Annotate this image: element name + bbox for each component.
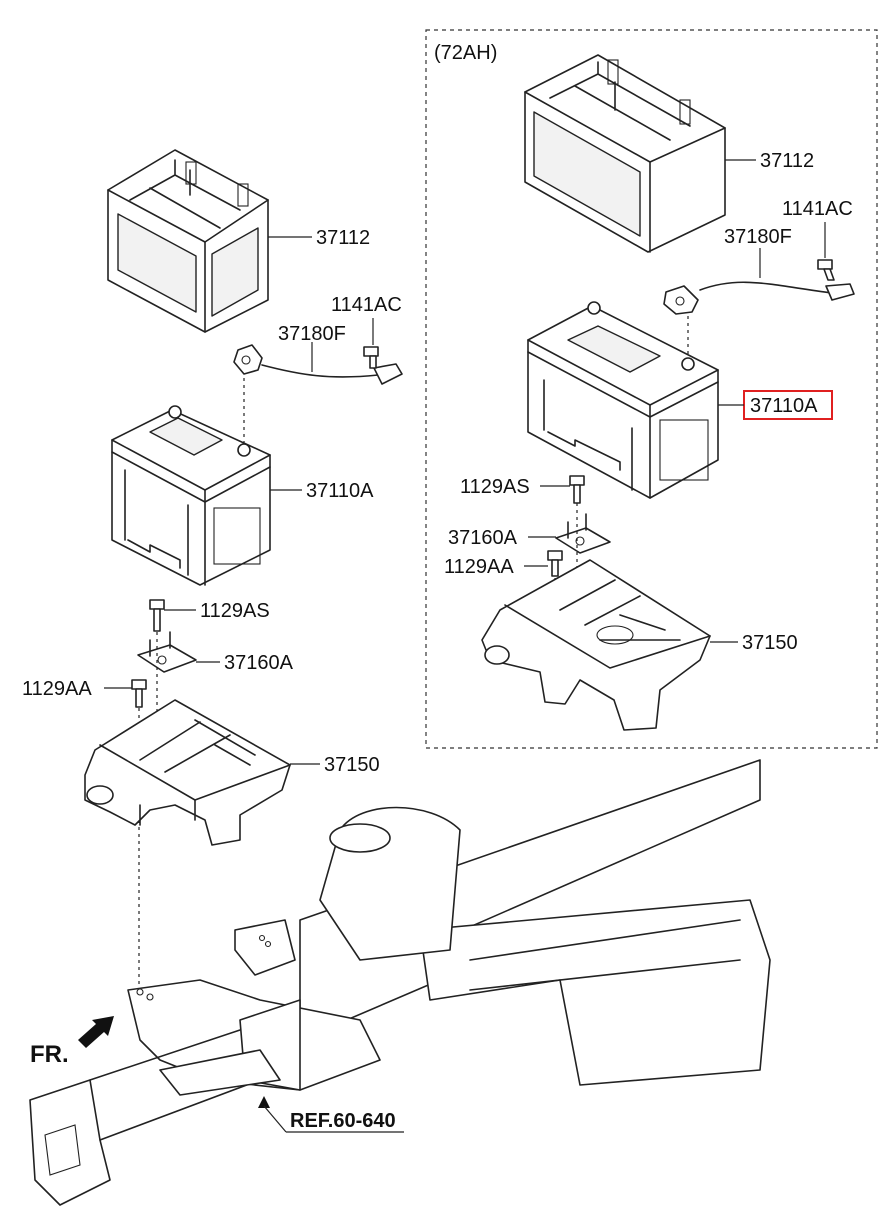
left-bolt-1129as[interactable] [149, 599, 165, 632]
r-label-37160a: 37160A [448, 527, 518, 549]
left-battery-cover[interactable] [107, 149, 269, 333]
r-label-1141ac: 1141AC [782, 198, 853, 220]
right-bolt-1141ac[interactable] [817, 259, 835, 281]
r-label-1129as: 1129AS [460, 476, 530, 498]
r-label-37112: 37112 [760, 150, 814, 172]
left-battery-tray[interactable] [84, 699, 291, 846]
variant-label: (72AH) [434, 42, 497, 64]
l-label-1129aa: 1129AA [22, 678, 92, 700]
r-label-37180f: 37180F [724, 226, 792, 248]
l-label-37180f: 37180F [278, 323, 346, 345]
left-clamp-37160a[interactable] [137, 631, 197, 673]
r-label-1129aa: 1129AA [444, 556, 514, 578]
l-label-1129as: 1129AS [200, 600, 270, 622]
left-battery[interactable] [111, 405, 271, 586]
r-label-37150: 37150 [742, 632, 798, 654]
l-label-1141ac: 1141AC [331, 294, 402, 316]
l-label-37160a: 37160A [224, 652, 294, 674]
right-battery-cable[interactable] [663, 281, 855, 315]
left-battery-cable[interactable] [233, 344, 403, 385]
reference-label[interactable]: REF.60-640 [290, 1110, 396, 1132]
right-battery[interactable] [527, 301, 719, 499]
left-bolt-1129aa[interactable] [131, 679, 147, 708]
reference-pointer [258, 1096, 404, 1133]
l-label-37112: 37112 [316, 227, 370, 249]
right-bolt-1129aa[interactable] [547, 550, 563, 577]
left-bolt-1141ac[interactable] [363, 346, 379, 369]
variant-dashed-box [425, 29, 878, 749]
l-label-37150: 37150 [324, 754, 380, 776]
right-bolt-1129as[interactable] [569, 475, 585, 504]
right-clamp-37160a[interactable] [555, 513, 611, 554]
right-battery-cover[interactable] [524, 54, 726, 253]
vehicle-frame [29, 759, 771, 1206]
right-battery-tray[interactable] [481, 559, 711, 731]
r-label-37110a[interactable]: 37110A [750, 395, 818, 417]
front-label: FR. [30, 1041, 69, 1068]
front-arrow-icon [78, 1016, 114, 1048]
l-label-37110a: 37110A [306, 480, 374, 502]
